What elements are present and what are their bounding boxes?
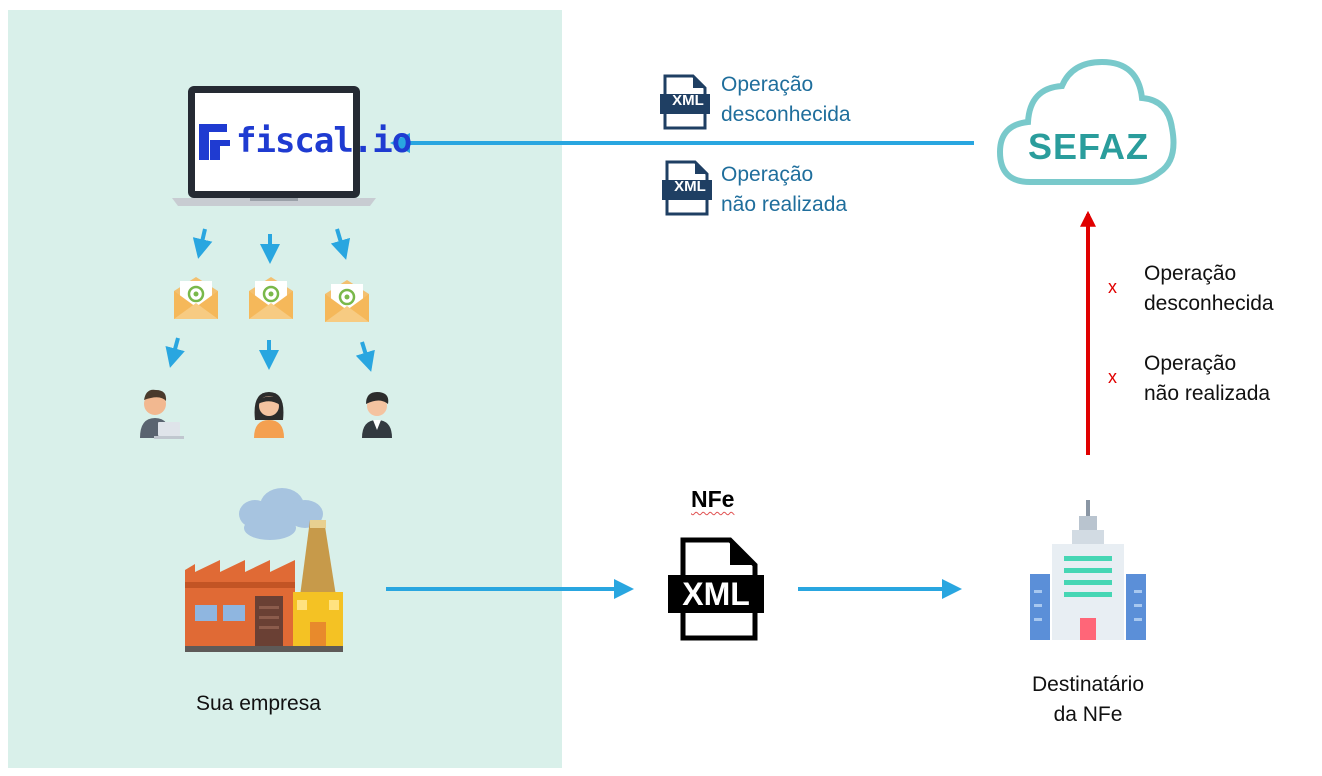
event-to-fiscal-1: Operação desconhecida xyxy=(721,73,851,126)
xml-badge: XML xyxy=(674,178,706,195)
email-icon xyxy=(172,275,220,321)
arrow-to-user-3 xyxy=(355,341,375,372)
user-with-laptop-icon xyxy=(140,389,184,439)
user-man-icon xyxy=(362,392,392,438)
building-icon xyxy=(1030,500,1146,640)
event-to-fiscal-2: Operação não realizada xyxy=(721,163,848,216)
email-icon xyxy=(323,278,371,324)
fiscal-logo-text: fiscal.io xyxy=(236,121,412,161)
arrow-to-envelope-1 xyxy=(192,228,213,259)
xml-document-icon xyxy=(668,537,764,641)
cloud-icon xyxy=(996,58,1177,185)
reject-mark: x xyxy=(1108,367,1117,387)
company-label: Sua empresa xyxy=(196,692,321,715)
factory-icon xyxy=(185,488,343,652)
event-to-sefaz-1: Operação desconhecida xyxy=(1144,262,1274,315)
sefaz-label: SEFAZ xyxy=(1028,126,1150,167)
fiscal-logo-icon xyxy=(199,124,230,160)
nfe-xml-badge: XML xyxy=(682,576,750,612)
event-to-sefaz-2: Operação não realizada xyxy=(1144,352,1271,405)
arrow-to-user-1 xyxy=(165,337,185,368)
recipient-label: Destinatário da NFe xyxy=(1031,673,1145,726)
nfe-title: NFe xyxy=(691,486,735,512)
arrow-to-envelope-3 xyxy=(330,228,351,260)
email-icon xyxy=(247,275,295,321)
reject-mark: x xyxy=(1108,277,1117,297)
xml-badge: XML xyxy=(672,92,704,109)
user-woman-icon xyxy=(254,392,284,438)
